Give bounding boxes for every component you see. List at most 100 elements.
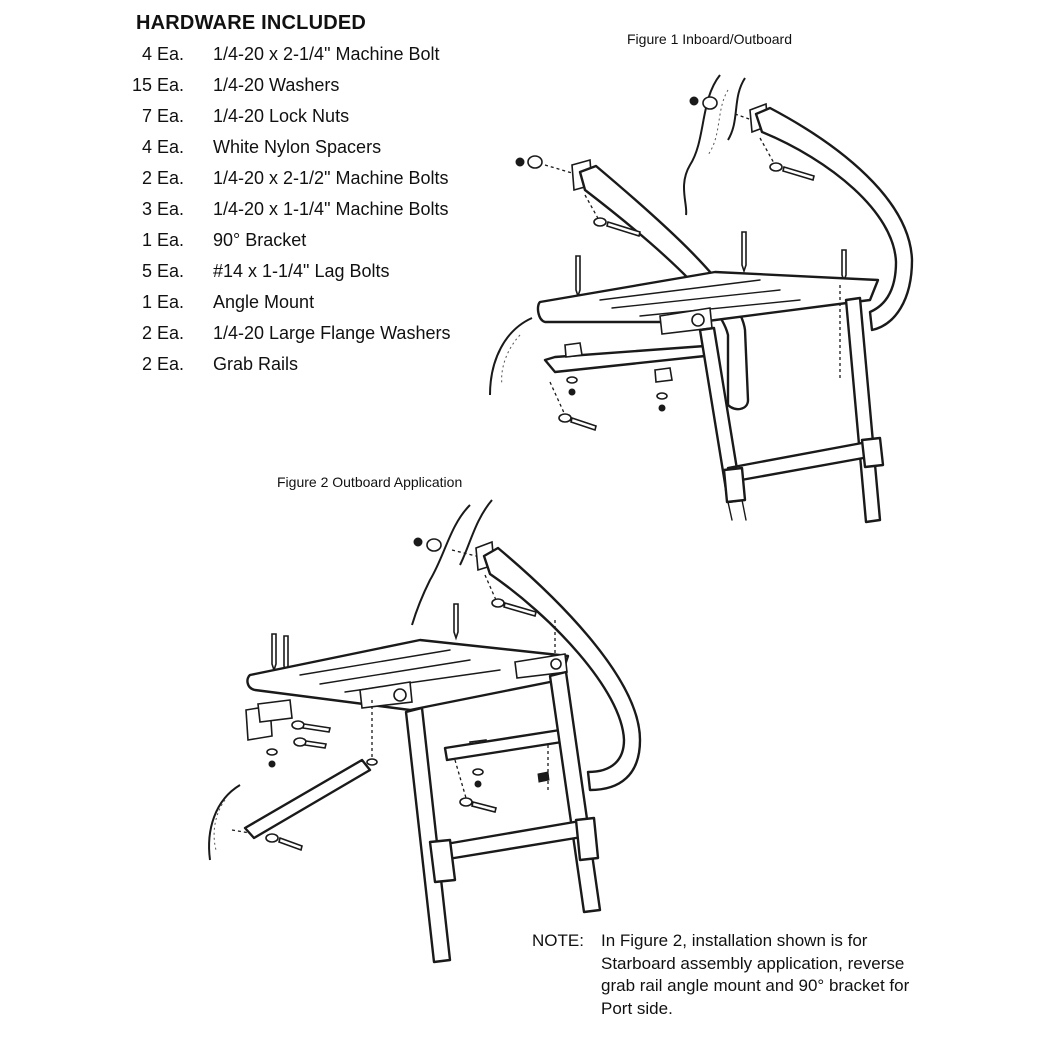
- hull-texture: [707, 89, 729, 156]
- hardware-desc: 1/4-20 x 2-1/2" Machine Bolts: [213, 168, 449, 188]
- machine-bolt: [471, 801, 497, 813]
- lag-bolt: [841, 249, 847, 284]
- lag-bolt: [575, 255, 581, 299]
- ladder-foot: [428, 838, 457, 884]
- washer: [769, 162, 783, 172]
- washer: [558, 413, 572, 423]
- washer: [459, 797, 473, 807]
- lock-nut: [658, 404, 666, 412]
- hardware-desc: 1/4-20 Lock Nuts: [213, 106, 350, 126]
- hardware-qty: 2 Ea.: [141, 168, 184, 188]
- alignment-line: [484, 574, 497, 601]
- machine-bolt: [606, 220, 641, 238]
- hull-texture: [501, 334, 521, 386]
- note-label: NOTE:: [532, 931, 584, 950]
- hull-outline: [727, 77, 746, 141]
- machine-bolt: [278, 836, 303, 852]
- hardware-qty: 15 Ea.: [131, 75, 184, 95]
- hardware-qty: 2 Ea.: [141, 354, 184, 374]
- figure-2-caption: Figure 2 Outboard Application: [277, 474, 463, 490]
- machine-bolt: [304, 740, 327, 749]
- lock-nut: [413, 537, 423, 547]
- ladder-leg: [727, 499, 747, 521]
- washer: [566, 376, 578, 384]
- lock-nut: [268, 760, 276, 768]
- washer: [491, 598, 505, 608]
- figure-1-caption: Figure 1 Inboard/Outboard: [627, 31, 792, 47]
- hardware-desc: 90° Bracket: [213, 230, 307, 250]
- machine-bolt: [570, 416, 597, 432]
- hardware-qty: 4 Ea.: [141, 137, 184, 157]
- alignment-line: [454, 759, 467, 799]
- nylon-spacer: [654, 367, 673, 383]
- hardware-desc: 1/4-20 x 2-1/4" Machine Bolt: [213, 44, 440, 64]
- washer: [472, 768, 484, 776]
- step-tread-slot: [599, 279, 801, 317]
- hardware-qty: 5 Ea.: [141, 261, 184, 281]
- hardware-qty: 1 Ea.: [141, 292, 184, 312]
- hardware-desc: 1/4-20 Large Flange Washers: [213, 323, 451, 343]
- figure-1-drawing: [489, 74, 914, 524]
- alignment-line: [734, 113, 753, 121]
- pivot-bolt: [393, 688, 407, 702]
- washer: [293, 737, 307, 747]
- hardware-heading: HARDWARE INCLUDED: [136, 12, 367, 34]
- step-platform: [536, 270, 880, 324]
- hull-texture: [213, 799, 226, 851]
- grab-rail: [754, 106, 914, 332]
- hardware-desc: #14 x 1-1/4" Lag Bolts: [213, 261, 390, 281]
- angle-mount-brace: [243, 758, 372, 840]
- lock-nut: [537, 771, 550, 783]
- ladder-rung: [438, 818, 590, 862]
- washer: [266, 748, 278, 756]
- alignment-line: [584, 194, 601, 223]
- hardware-desc: Grab Rails: [213, 354, 299, 374]
- hardware-desc: 1/4-20 Washers: [213, 75, 340, 95]
- hull-outline: [489, 317, 533, 396]
- washer: [426, 538, 442, 552]
- washer: [527, 155, 543, 169]
- lock-nut: [515, 157, 525, 167]
- pivot-bolt: [550, 658, 562, 670]
- hardware-desc: White Nylon Spacers: [213, 137, 382, 157]
- pivot-bolt: [691, 313, 705, 327]
- hull-outline: [459, 499, 493, 566]
- ladder-foot: [860, 436, 885, 469]
- support-brace: [443, 728, 564, 762]
- hardware-qty: 1 Ea.: [141, 230, 184, 250]
- machine-bolt: [782, 165, 815, 182]
- machine-bolt: [503, 602, 537, 617]
- washer: [291, 720, 305, 730]
- washer: [265, 833, 279, 843]
- note-text: In Figure 2, installation shown is for S…: [601, 931, 910, 1018]
- lag-bolt: [271, 633, 277, 673]
- hardware-qty: 2 Ea.: [141, 323, 184, 343]
- hull-outline: [682, 74, 721, 216]
- lock-nut: [689, 96, 699, 106]
- nylon-spacer: [564, 342, 583, 358]
- hull-outline: [411, 504, 471, 626]
- machine-bolt: [302, 723, 331, 733]
- alignment-line: [759, 137, 776, 166]
- washer: [366, 758, 378, 766]
- ladder-leg: [404, 706, 452, 964]
- ladder-rung: [726, 438, 882, 484]
- hull-outline: [208, 784, 241, 861]
- lag-bolt: [741, 231, 747, 274]
- lag-bolt: [453, 603, 459, 641]
- figure-2-drawing: [208, 499, 642, 964]
- washer: [702, 96, 718, 110]
- 90-degree-bracket: [257, 699, 293, 723]
- ladder-leg: [844, 296, 882, 524]
- hardware-qty: 7 Ea.: [141, 106, 184, 126]
- lock-nut: [474, 780, 482, 788]
- alignment-line: [544, 164, 573, 174]
- grab-rail: [482, 546, 642, 792]
- hardware-desc: 1/4-20 x 1-1/4" Machine Bolts: [213, 199, 449, 219]
- washer: [593, 217, 607, 227]
- hardware-qty: 3 Ea.: [141, 199, 184, 219]
- ladder-foot: [574, 816, 600, 862]
- lock-nut: [568, 388, 576, 396]
- hardware-qty: 4 Ea.: [141, 44, 184, 64]
